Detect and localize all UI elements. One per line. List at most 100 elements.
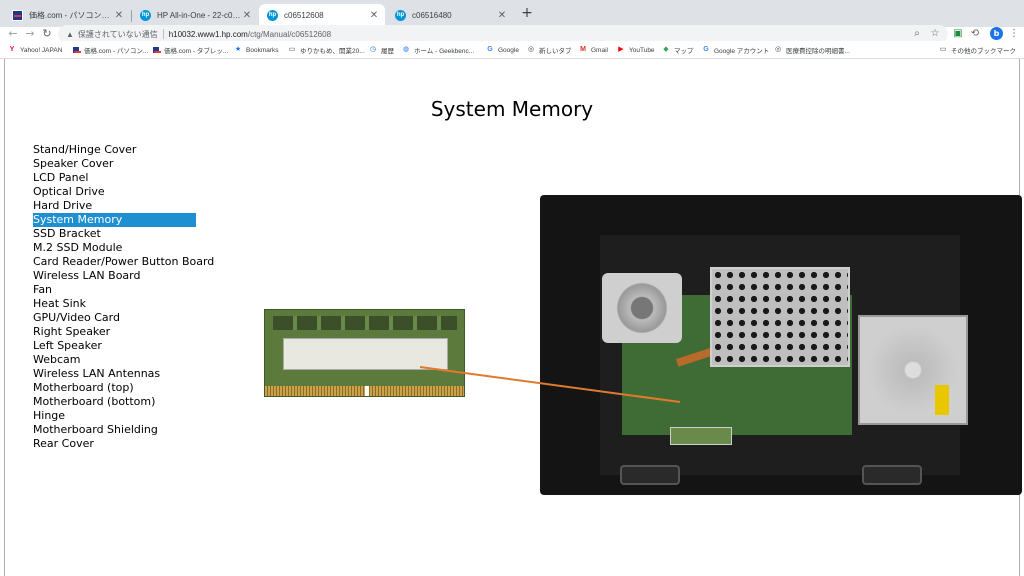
memory-module-image: [264, 309, 465, 397]
menu-item[interactable]: Hard Drive: [33, 199, 93, 212]
tab-title: HP All-in-One - 22-c0016jp ユ: [157, 11, 242, 20]
google-icon: G: [487, 46, 493, 53]
bookmark-label: YouTube: [629, 46, 655, 54]
warning-icon: ▲: [66, 29, 74, 39]
bookmark-google-account[interactable]: G Google アカウント: [702, 44, 769, 56]
bookmark-label: ゆりかもめ、開業20...: [300, 48, 365, 55]
google-icon: G: [703, 46, 709, 53]
globe-icon: ◎: [774, 46, 782, 53]
search-icon[interactable]: ⌕: [914, 28, 920, 39]
close-icon[interactable]: ✕: [114, 10, 124, 21]
gold-contacts: [265, 386, 464, 396]
bookmark-google[interactable]: G Google: [486, 44, 519, 56]
hp-icon: hp: [267, 10, 278, 21]
menu-item[interactable]: Hinge: [33, 409, 66, 422]
bookmark-label: 価格.com - タブレッ...: [164, 48, 229, 55]
bookmark-kakaku-pc[interactable]: 価格.com - パソコン...: [72, 44, 148, 56]
menu-item[interactable]: GPU/Video Card: [33, 311, 120, 324]
yahoo-icon: Y: [9, 46, 15, 53]
menu-item[interactable]: Motherboard (top): [33, 381, 134, 394]
bookmark-label: マップ: [674, 48, 694, 55]
extension-icon[interactable]: ▣: [953, 28, 963, 39]
reload-icon[interactable]: ↻: [42, 27, 52, 40]
bookmark-label: Google アカウント: [714, 48, 770, 55]
url-path: /ctg/Manual/c06512608: [247, 29, 332, 39]
hp-icon: hp: [140, 10, 151, 21]
tab-separator: [131, 10, 132, 22]
menu-item[interactable]: Webcam: [33, 353, 81, 366]
tab-strip: 価格.com - パソコンのクチコミ掲 ✕ hp HP All-in-One -…: [0, 0, 1024, 27]
kakaku-icon: [72, 46, 81, 54]
menu-item[interactable]: System Memory: [33, 213, 196, 227]
omnibox-separator: [162, 29, 164, 39]
bookmark-label: 価格.com - パソコン...: [84, 48, 149, 55]
bookmark-kakaku-tablet[interactable]: 価格.com - タブレッ...: [152, 44, 228, 56]
bookmark-label: 医療費控除の明細書...: [786, 48, 850, 55]
menu-item[interactable]: LCD Panel: [33, 171, 89, 184]
bookmark-history[interactable]: ◷履歴: [369, 44, 394, 56]
bookmark-label: Yahoo! JAPAN: [20, 46, 63, 54]
drive-cage: [710, 267, 850, 367]
optical-drive: [858, 315, 968, 425]
kakaku-icon: [12, 10, 23, 21]
close-icon[interactable]: ✕: [497, 10, 507, 21]
tab-c06516480[interactable]: hp c06516480 ✕: [387, 4, 513, 27]
youtube-icon: ▶: [618, 46, 624, 53]
menu-item[interactable]: Wireless LAN Antennas: [33, 367, 161, 380]
security-status: 保護されていない通信: [77, 29, 158, 39]
menu-item[interactable]: Fan: [33, 283, 53, 296]
menu-item[interactable]: Wireless LAN Board: [33, 269, 141, 282]
bookmark-label: ホーム - Geekbenc...: [414, 48, 475, 55]
close-icon[interactable]: ✕: [242, 10, 252, 21]
close-icon[interactable]: ✕: [369, 10, 379, 21]
menu-item[interactable]: Motherboard (bottom): [33, 395, 156, 408]
tab-title: c06512608: [284, 11, 324, 20]
menu-item[interactable]: Speaker Cover: [33, 157, 114, 170]
bookmark-newtab[interactable]: ◎新しいタブ: [527, 44, 572, 56]
back-icon[interactable]: ←: [8, 27, 18, 40]
profile-avatar[interactable]: b: [990, 27, 1003, 40]
menu-item[interactable]: Card Reader/Power Button Board: [33, 255, 215, 268]
bookmark-maps[interactable]: ◆マップ: [662, 44, 694, 56]
module-notch: [365, 386, 369, 396]
menu-item[interactable]: Left Speaker: [33, 339, 102, 352]
menu-item[interactable]: Stand/Hinge Cover: [33, 143, 137, 156]
menu-item[interactable]: SSD Bracket: [33, 227, 101, 240]
memory-chips: [273, 316, 457, 330]
geekbench-icon: ◍: [402, 46, 410, 53]
address-bar[interactable]: ▲ 保護されていない通信 h10032.www1.hp.com/ctg/Manu…: [58, 25, 948, 43]
hp-icon: hp: [395, 10, 406, 21]
bookmarks-bar: Y Yahoo! JAPAN 価格.com - パソコン... 価格.com - …: [0, 41, 1024, 59]
tab-title: 価格.com - パソコンのクチコミ掲: [29, 11, 114, 20]
menu-item[interactable]: Heat Sink: [33, 297, 86, 310]
bookmark-yahoo[interactable]: Y Yahoo! JAPAN: [8, 44, 63, 56]
bookmark-other[interactable]: ▭その他のブックマーク: [939, 44, 1016, 56]
bookmark-label: Google: [498, 46, 519, 54]
menu-item[interactable]: Rear Cover: [33, 437, 94, 450]
tab-kakaku[interactable]: 価格.com - パソコンのクチコミ掲 ✕: [4, 4, 130, 27]
bookmark-label: Gmail: [591, 46, 608, 54]
bookmark-bookmarks[interactable]: ★Bookmarks: [234, 44, 279, 56]
memory-label-sticker: [283, 338, 448, 370]
bookmark-star-icon[interactable]: ☆: [930, 28, 940, 39]
menu-item[interactable]: M.2 SSD Module: [33, 241, 123, 254]
bookmark-yurikamome[interactable]: ▭ゆりかもめ、開業20...: [288, 44, 365, 56]
right-speaker: [862, 465, 922, 485]
bookmark-geekbench[interactable]: ◍ ホーム - Geekbenc...: [402, 44, 474, 56]
computer-internals-image: [540, 195, 1022, 495]
menu-item[interactable]: Right Speaker: [33, 325, 111, 338]
menu-item[interactable]: Optical Drive: [33, 185, 105, 198]
tab-hp-all-in-one[interactable]: hp HP All-in-One - 22-c0016jp ユ ✕: [132, 4, 258, 27]
bookmark-medical[interactable]: ◎ 医療費控除の明細書...: [774, 44, 850, 56]
tab-c06512608[interactable]: hp c06512608 ✕: [259, 4, 385, 27]
forward-icon[interactable]: →: [25, 27, 35, 40]
bookmark-youtube[interactable]: ▶ YouTube: [617, 44, 655, 56]
star-icon: ★: [234, 46, 242, 53]
history-icon[interactable]: ⟲: [970, 28, 980, 39]
menu-item[interactable]: Motherboard Shielding: [33, 423, 158, 436]
new-tab-button[interactable]: +: [521, 5, 533, 21]
menu-icon[interactable]: ⋮: [1009, 28, 1019, 39]
